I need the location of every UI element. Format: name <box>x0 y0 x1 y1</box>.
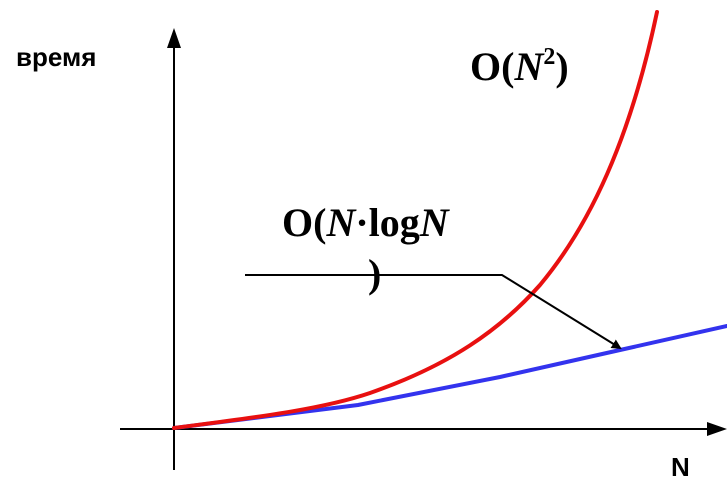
quadratic-label-var: N <box>513 44 545 89</box>
nlogn-label-var2: N <box>419 200 451 245</box>
y-axis-arrowhead <box>167 28 181 48</box>
nlogn-curve <box>172 324 727 430</box>
nlogn-label-line2: ) <box>368 251 381 296</box>
quadratic-label-prefix: O( <box>470 44 514 89</box>
x-axis-arrowhead <box>707 422 727 436</box>
nlogn-label-var: N <box>325 200 357 245</box>
quadratic-label: O(N2) <box>470 44 569 89</box>
nlogn-label-mid: ·log <box>355 200 419 245</box>
nlogn-label-prefix: O( <box>282 200 326 245</box>
x-axis-label: N <box>671 452 690 481</box>
quadratic-label-suffix: ) <box>555 44 568 89</box>
nlogn-label-line1: O(N·logN <box>282 200 451 245</box>
y-axis-label: время <box>16 42 96 72</box>
nlogn-pointer-line <box>245 274 622 350</box>
quadratic-label-exponent: 2 <box>543 44 555 70</box>
quadratic-curve <box>172 10 659 430</box>
